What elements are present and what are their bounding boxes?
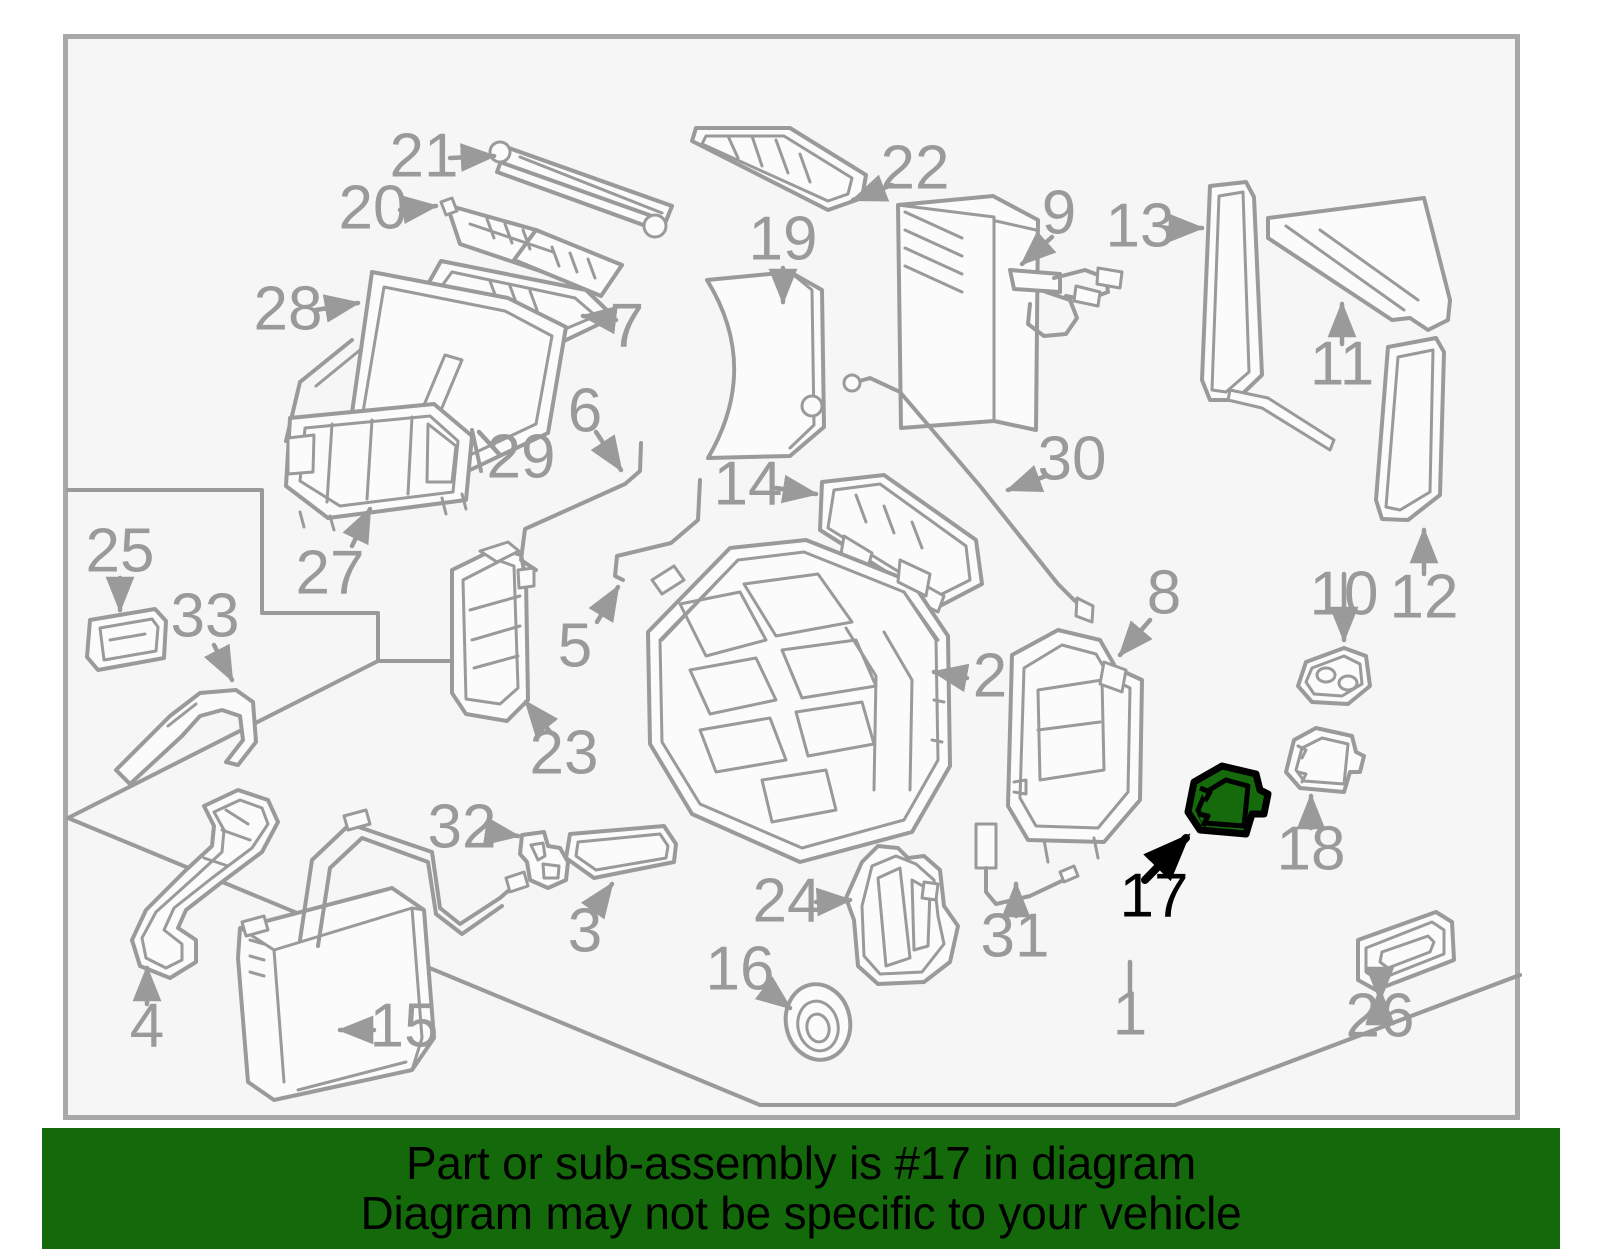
callout-label-9: 9 [1042,178,1076,247]
callout-label-15: 15 [370,991,439,1060]
callout-label-29: 29 [487,422,556,491]
callout-label-16: 16 [706,934,775,1003]
callout-label-10: 10 [1310,559,1379,628]
part-notice-banner: Part or sub-assembly is #17 in diagram D… [42,1128,1560,1249]
callout-label-27: 27 [296,538,365,607]
part-22-grill-bar [690,126,868,212]
part-15-heater-core [236,808,530,1102]
part-27-blower-motor [284,402,474,532]
notice-line-1: Part or sub-assembly is #17 in diagram [405,1136,1197,1189]
part-31-wiring-harness [974,822,1080,906]
part-20-damper-link [439,196,624,298]
callout-label-33: 33 [171,581,240,650]
callout-arrows [105,143,1439,1045]
part-18-control-amplifier [1284,726,1366,794]
part-4-heater-bracket [130,788,280,980]
callout-label-17-highlighted: 17 [1120,861,1189,930]
callout-label-8: 8 [1147,558,1181,627]
callout-label-2: 2 [973,641,1007,710]
callout-label-30: 30 [1038,424,1107,493]
part-23-servo-actuator [450,540,536,723]
part-19-air-duct-lid [705,270,826,460]
part-9-evaporator-core [896,194,1124,432]
callout-labels: 21 20 28 7 29 6 27 25 33 23 5 22 19 9 13… [86,121,1459,1060]
callout-label-11: 11 [1310,329,1374,398]
part-10-grommet [1296,646,1372,706]
notice-line-2: Diagram may not be specific to your vehi… [360,1186,1242,1239]
part-16-rubber-grommet [783,982,853,1062]
part-26-vent-clip [1356,910,1456,992]
callout-label-18: 18 [1277,814,1346,883]
part-30-refrigerant-pipe [842,373,1095,624]
part-32-expansion-valve [518,830,570,890]
callout-label-28: 28 [254,274,323,343]
callout-label-23: 23 [530,718,599,787]
callout-label-7: 7 [610,291,644,360]
part-12-right-seal [1374,336,1446,522]
callout-label-25: 25 [86,516,155,585]
callout-label-19: 19 [749,204,818,273]
part-8-servo-actuator-right [1006,628,1144,864]
part-3-seal-bar [564,824,678,880]
callout-label-4: 4 [130,991,164,1060]
part-33-drain-hose [114,688,258,786]
callout-label-20: 20 [339,173,408,242]
part-2-hvac-case [646,538,952,864]
callout-label-12: 12 [1390,562,1459,631]
part-5-link-rod-5 [613,478,702,582]
callout-arrow-17-highlighted [1141,833,1191,884]
part-24-servo-actuator-bottom [844,844,960,986]
part-11-upper-seal [1266,196,1452,332]
callout-label-26: 26 [1346,981,1415,1050]
part-6-link-rod-6 [519,441,643,572]
callout-label-24: 24 [753,866,822,935]
callout-label-22: 22 [881,133,950,202]
part-13-side-seal [1200,180,1336,452]
callout-label-14: 14 [714,449,783,518]
callout-label-3: 3 [568,896,602,965]
callout-label-13: 13 [1106,191,1175,260]
callout-label-32: 32 [428,792,497,861]
callout-label-6: 6 [568,376,602,445]
part-17-highlighted-component [1184,762,1272,838]
part-25-duct-clip [85,607,168,672]
callout-label-21: 21 [390,121,459,190]
callout-label-1: 1 [1113,979,1147,1048]
callout-label-5: 5 [558,611,592,680]
callout-label-31: 31 [981,901,1050,970]
